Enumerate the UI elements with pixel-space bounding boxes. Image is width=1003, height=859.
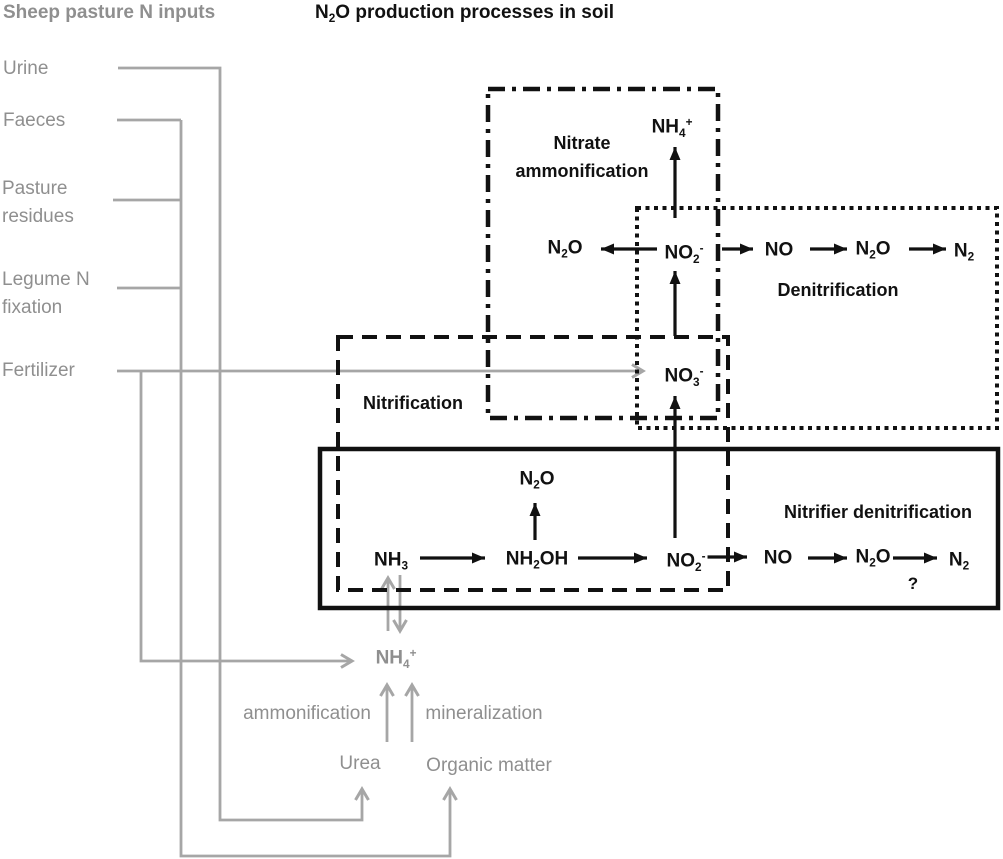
line-fertilizer-to-nh4 [139, 371, 355, 669]
label-mineralization: mineralization [425, 703, 543, 724]
chem-nh2oh: NH2OH [503, 548, 571, 573]
chem-no2-upper: NO2- [662, 242, 706, 267]
pasture-residues-line2: residues [2, 206, 74, 227]
diagram-title: N2O production processes in soil [315, 2, 615, 26]
chem-n2o-lower: N2O [853, 546, 893, 571]
label-nitrifier-denitrification: Nitrifier denitrification [780, 498, 976, 526]
chem-n2-lower: N2 [946, 549, 972, 574]
chem-no3: NO3- [662, 365, 706, 390]
pasture-residues-line1: Pasture [2, 178, 68, 199]
chem-no2-lower: NO2- [664, 550, 708, 575]
label-denitrification: Denitrification [774, 276, 902, 304]
black-arrows [420, 147, 946, 564]
box-nitrifier-denitrification [317, 446, 1001, 611]
label-organic-matter: Organic matter [426, 755, 552, 776]
box-nitrate-ammonification [485, 86, 721, 421]
input-label-pasture-residues: Pasture residues [2, 175, 74, 231]
line-organics-to-organic-matter [179, 120, 458, 858]
input-label-fertilizer: Fertilizer [2, 360, 75, 381]
chem-nh4-gray: NH4+ [373, 647, 419, 672]
nitrate-ammonification-line2: ammonification [515, 161, 649, 181]
box-nitrification [336, 335, 730, 592]
label-urea: Urea [339, 753, 381, 774]
input-label-faeces: Faeces [3, 110, 66, 131]
chem-no-upper: NO [762, 239, 796, 262]
label-uncertain-question: ? [907, 574, 919, 593]
legume-line2: fixation [2, 297, 63, 318]
line-urine-to-urea [118, 66, 370, 822]
chem-no-lower: NO [761, 547, 795, 570]
nitrate-ammonification-line1: Nitrate [553, 133, 611, 153]
label-nitrification: Nitrification [359, 389, 467, 417]
chem-n2o-nitrification: N2O [517, 468, 557, 493]
chem-n2-upper: N2 [951, 240, 977, 265]
chem-nh3: NH3 [372, 549, 410, 574]
left-column-title: Sheep pasture N inputs [3, 2, 216, 23]
input-label-urine: Urine [3, 58, 49, 79]
chem-n2o-upper-left: N2O [545, 237, 585, 262]
box-denitrification [635, 206, 999, 430]
label-ammonification: ammonification [243, 703, 371, 724]
chem-n2o-upper-right: N2O [853, 238, 893, 263]
chem-nh4-top: NH4+ [649, 116, 695, 141]
legume-line1: Legume N [2, 269, 90, 290]
input-label-legume-n-fixation: Legume N fixation [2, 266, 90, 322]
label-nitrate-ammonification: Nitrate ammonification [512, 129, 652, 185]
gray-connectors [113, 66, 646, 858]
